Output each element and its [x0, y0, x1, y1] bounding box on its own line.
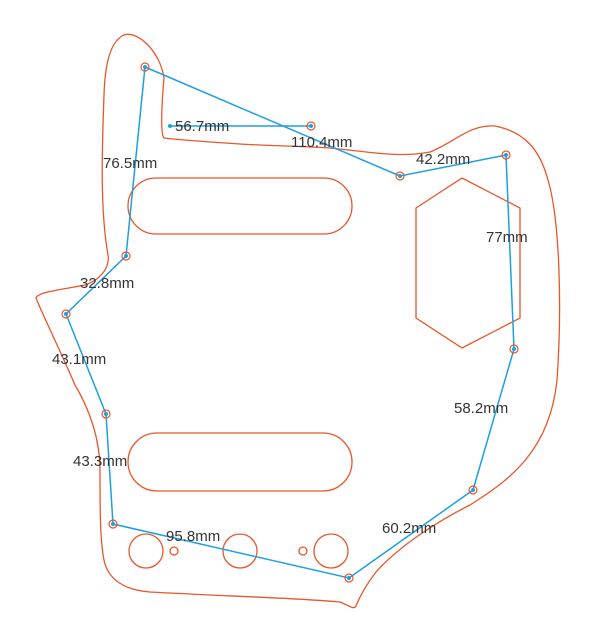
small-hole — [298, 546, 308, 556]
screw-hole — [509, 344, 519, 354]
measurement-label: 43.1mm — [52, 351, 106, 368]
screw-hole — [306, 121, 316, 131]
screw-holes — [61, 62, 519, 583]
endpoint-dot — [309, 124, 313, 128]
screw-hole — [140, 62, 150, 72]
endpoint-dot — [471, 488, 475, 492]
endpoint-dot — [104, 412, 108, 416]
screw-hole — [61, 309, 71, 319]
pickguard-outline — [35, 33, 561, 609]
endpoint-dot — [143, 65, 147, 69]
knob-hole — [128, 533, 164, 569]
neck-pickup-slot — [127, 177, 353, 235]
measurement-label: 32.8mm — [80, 275, 134, 292]
measurement-label: 76.5mm — [103, 155, 157, 172]
screw-hole — [468, 485, 478, 495]
screw-hole — [121, 251, 131, 261]
endpoint-dot — [347, 576, 351, 580]
measurement-label: 56.7mm — [175, 118, 229, 135]
bridge-pickup-slot — [127, 432, 353, 492]
screw-hole — [501, 150, 511, 160]
endpoint-dot — [168, 124, 172, 128]
measurement-label: 60.2mm — [382, 520, 436, 537]
endpoint-dot — [512, 347, 516, 351]
measurement-label: 58.2mm — [454, 400, 508, 417]
measurement-label: 42.2mm — [416, 151, 470, 168]
knob-hole — [313, 533, 349, 569]
small-hole — [169, 546, 179, 556]
measurement-label: 95.8mm — [166, 528, 220, 545]
endpoint-dot — [111, 522, 115, 526]
endpoint-dot — [398, 174, 402, 178]
measurement-label: 110.4mm — [291, 134, 352, 151]
endpoint-dot — [64, 312, 68, 316]
screw-hole — [395, 171, 405, 181]
measurement-label: 43.3mm — [73, 453, 127, 470]
screw-hole — [344, 573, 354, 583]
endpoint-dot — [124, 254, 128, 258]
endpoint-dot — [504, 153, 508, 157]
knob-hole — [222, 533, 258, 569]
measurement-label: 77mm — [486, 229, 528, 246]
screw-hole — [108, 519, 118, 529]
measurement-endpoints — [64, 65, 516, 580]
control-cutout — [415, 177, 521, 349]
screw-hole — [101, 409, 111, 419]
